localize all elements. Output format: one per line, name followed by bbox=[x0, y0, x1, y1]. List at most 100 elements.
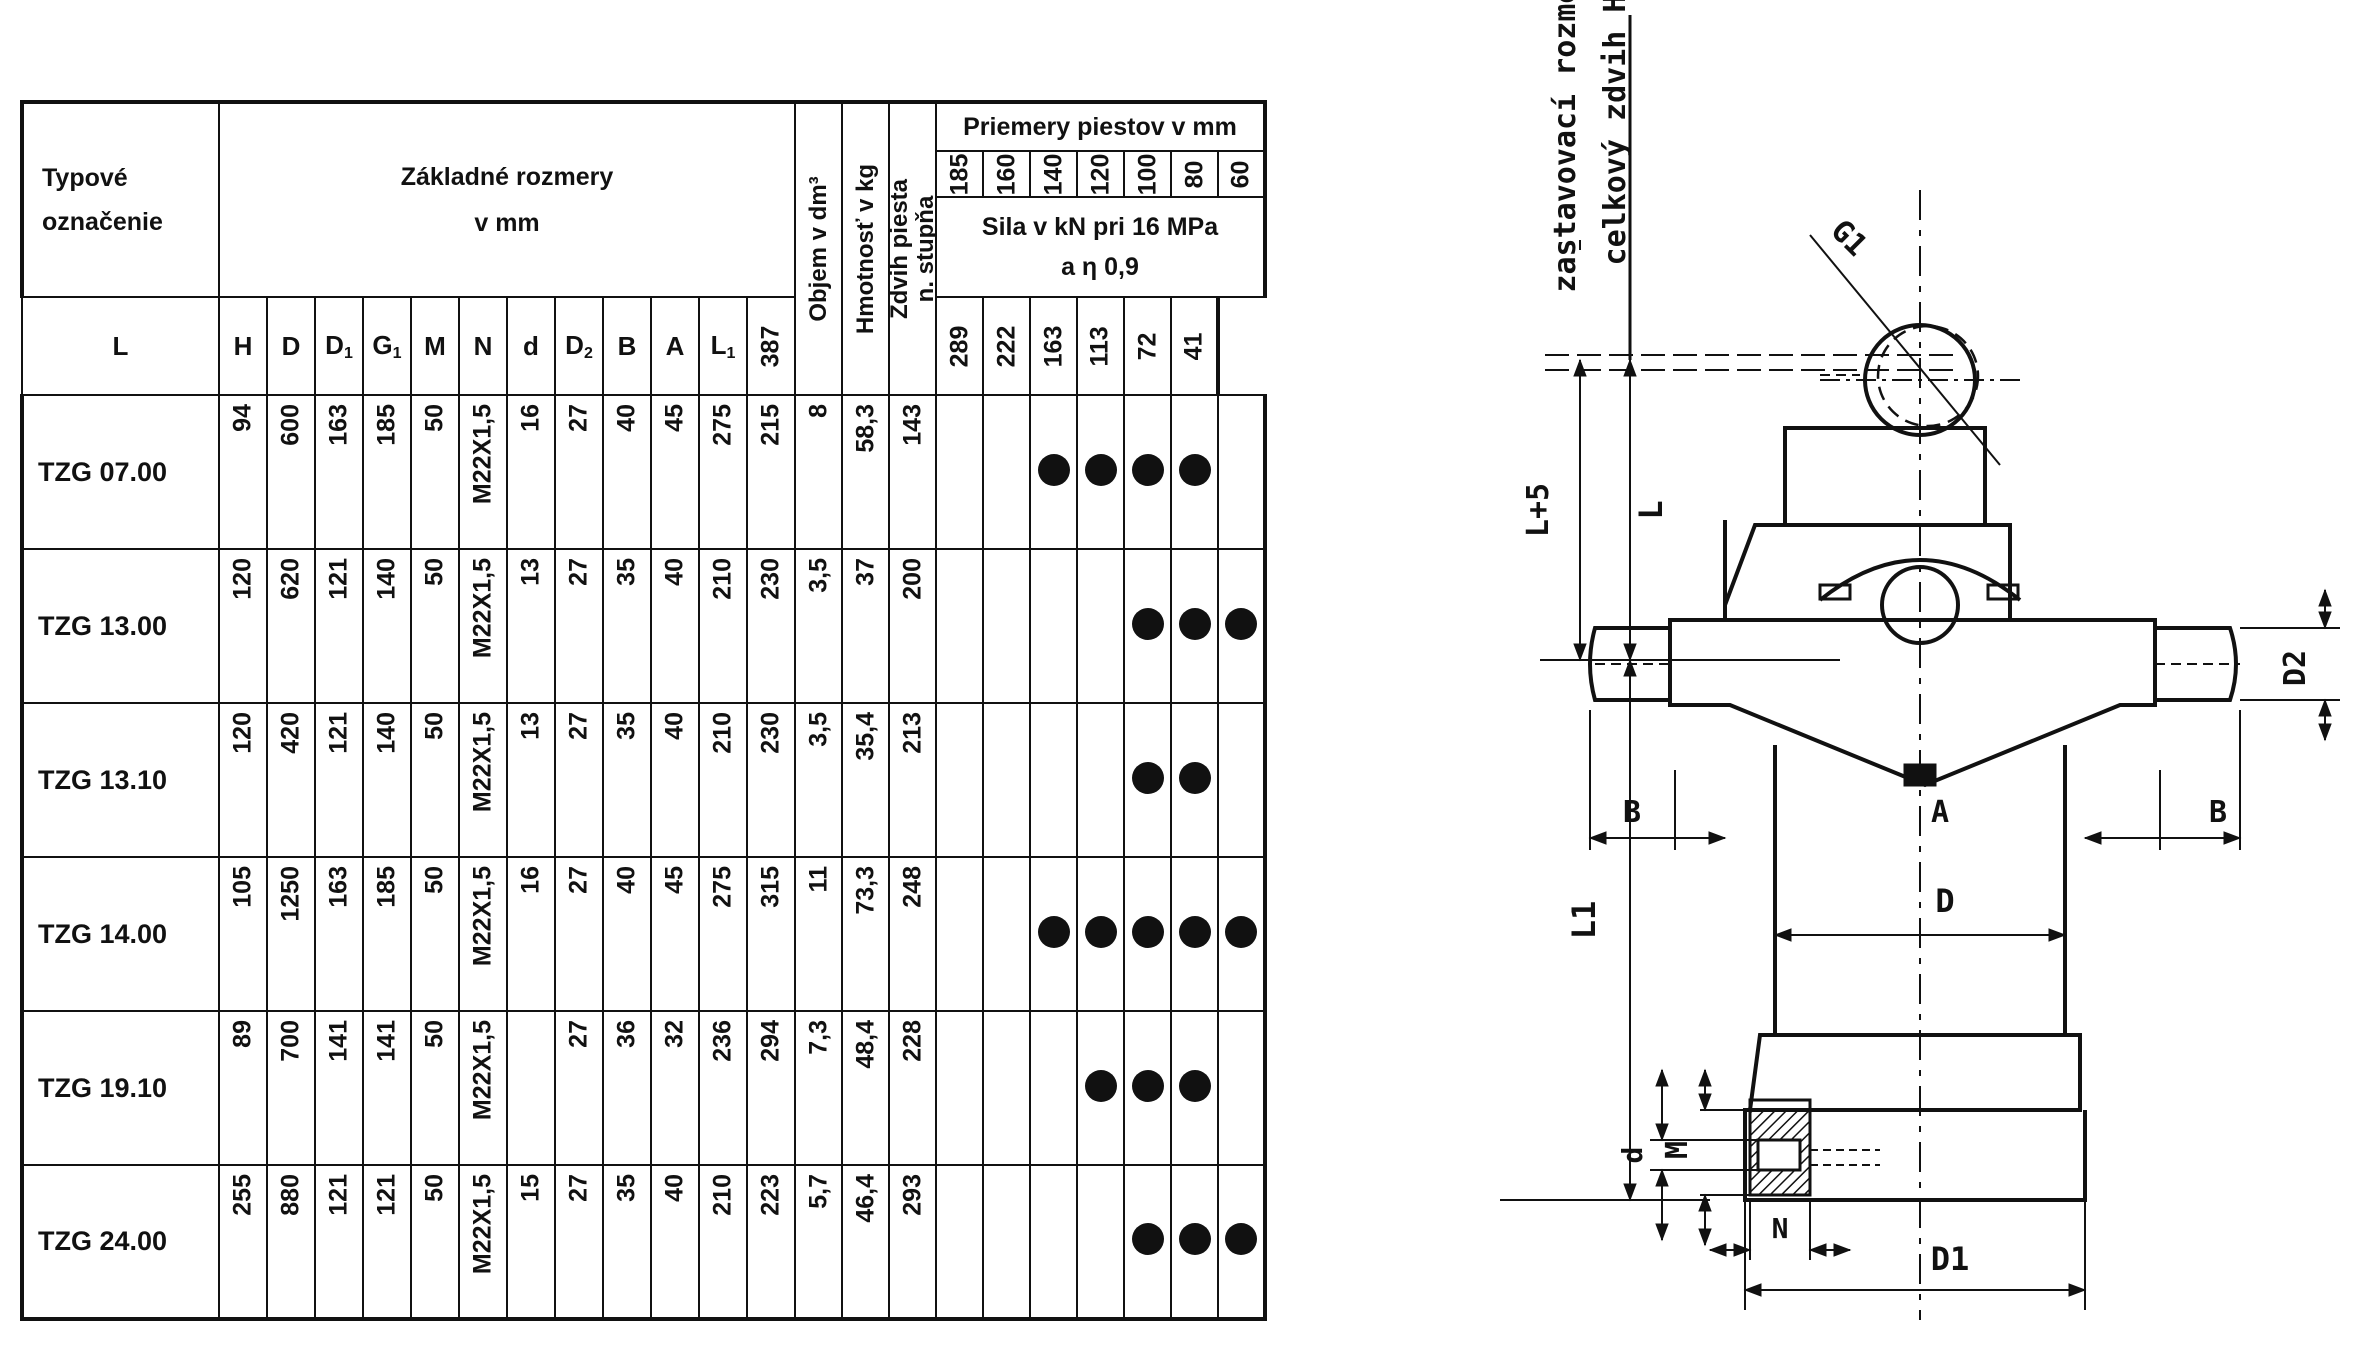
force-72: 72 bbox=[1123, 296, 1172, 396]
availability-dot bbox=[1178, 1069, 1211, 1102]
data-value: 5,7 bbox=[804, 1174, 832, 1209]
data-value: 35,4 bbox=[851, 712, 879, 761]
data-value: 293 bbox=[898, 1174, 926, 1216]
piston-availability-cell bbox=[1217, 702, 1267, 858]
data-value: 275 bbox=[708, 866, 737, 908]
data-value: 40 bbox=[660, 1174, 689, 1202]
label-a: A bbox=[1931, 795, 1949, 830]
data-value: 121 bbox=[324, 558, 353, 600]
data-cell: 36 bbox=[602, 1010, 652, 1166]
force-label: 41 bbox=[1179, 332, 1208, 360]
yoke-crossbar bbox=[1668, 618, 2157, 788]
data-value: M22X1,5 bbox=[468, 712, 497, 813]
data-cell: 105 bbox=[218, 856, 268, 1012]
d2-arrow-bottom-head-b bbox=[2318, 723, 2332, 742]
data-cell: 35,4 bbox=[841, 702, 890, 858]
piston-diameter-100: 100 bbox=[1123, 150, 1172, 198]
data-value: 3,5 bbox=[804, 712, 832, 747]
data-value: 121 bbox=[324, 712, 353, 754]
piston-availability-cell bbox=[1029, 394, 1078, 550]
dim-column-letter: H bbox=[233, 330, 253, 361]
n-arrow-right-head-a bbox=[1808, 1243, 1827, 1257]
dim-column-D2: D2 bbox=[554, 296, 604, 396]
piston-diameter-label: 60 bbox=[1226, 160, 1255, 188]
data-value: 163 bbox=[324, 866, 353, 908]
data-cell: 230 bbox=[746, 548, 796, 704]
availability-dot bbox=[1178, 915, 1211, 948]
dim-l-plus5-head-b bbox=[1573, 643, 1587, 662]
n-arrow-right-head-b bbox=[1833, 1243, 1852, 1257]
data-cell: 37 bbox=[841, 548, 890, 704]
data-value: 141 bbox=[324, 1020, 353, 1062]
mass-header: Hmotnosť v kg bbox=[841, 100, 890, 396]
dim-column-D1: D1 bbox=[314, 296, 364, 396]
availability-dot bbox=[1225, 1223, 1257, 1255]
data-value: 3,5 bbox=[804, 558, 832, 593]
data-cell: 50 bbox=[410, 1164, 460, 1321]
data-value: 880 bbox=[276, 1174, 305, 1216]
piston-diameter-label: 160 bbox=[992, 153, 1020, 195]
piston-availability-cell bbox=[1123, 702, 1172, 858]
data-value: M22X1,5 bbox=[468, 558, 497, 659]
data-value: 620 bbox=[276, 558, 305, 600]
force-header-line-2: a η 0,9 bbox=[1061, 253, 1139, 281]
dim-column-letter: L bbox=[710, 329, 727, 360]
label-g1: G1 bbox=[1824, 213, 1874, 263]
m-arrow-top-head-a bbox=[1698, 1068, 1712, 1087]
data-value: 255 bbox=[228, 1174, 257, 1216]
dim-column-B: B bbox=[602, 296, 652, 396]
data-cell: 420 bbox=[266, 702, 316, 858]
bottom-ring bbox=[1747, 1033, 2082, 1112]
dim-column-L1: L1 bbox=[698, 296, 748, 396]
data-cell: 213 bbox=[888, 702, 937, 858]
data-value: 15 bbox=[516, 1174, 545, 1202]
force-163: 163 bbox=[1029, 296, 1078, 396]
label-d2: D2 bbox=[2278, 650, 2313, 686]
data-value: M22X1,5 bbox=[468, 404, 497, 505]
dim-column-letter: D bbox=[565, 329, 584, 360]
stroke-header-label-line-1: Zdvih piesta bbox=[889, 178, 913, 320]
d-arrow-top-head-b bbox=[1655, 1123, 1669, 1142]
data-cell: 27 bbox=[554, 1010, 604, 1166]
availability-dot bbox=[1178, 1223, 1211, 1255]
data-value: 27 bbox=[564, 1174, 593, 1202]
data-value: 200 bbox=[898, 558, 926, 600]
data-cell: 293 bbox=[888, 1164, 937, 1321]
data-cell: 121 bbox=[362, 1164, 412, 1321]
piston-diameter-label: 140 bbox=[1039, 153, 1067, 195]
availability-dot bbox=[1178, 453, 1211, 486]
piston-availability-cell bbox=[982, 702, 1031, 858]
force-289: 289 bbox=[935, 296, 984, 396]
data-value: 16 bbox=[516, 404, 545, 432]
data-cell: 27 bbox=[554, 548, 604, 704]
label-l1: L1 bbox=[1565, 901, 1603, 940]
data-value: 141 bbox=[372, 1020, 401, 1062]
piston-availability-cell bbox=[1170, 1010, 1219, 1166]
data-value: 37 bbox=[851, 558, 879, 586]
data-cell: 7,3 bbox=[794, 1010, 843, 1166]
label-n: N bbox=[1772, 1212, 1789, 1245]
force-label: 113 bbox=[1086, 325, 1114, 367]
dim-column-subscript: 1 bbox=[392, 344, 402, 362]
data-value: 120 bbox=[228, 712, 257, 754]
dim-column-G1: G1 bbox=[362, 296, 412, 396]
type-designation: TZG 13.00 bbox=[20, 548, 220, 704]
type-header-line-1: Typové bbox=[42, 164, 128, 192]
piston-availability-cell bbox=[982, 856, 1031, 1012]
data-cell: 40 bbox=[650, 1164, 700, 1321]
dim-column-letter: L bbox=[112, 330, 129, 361]
data-value: 48,4 bbox=[851, 1020, 879, 1069]
force-387: 387 bbox=[746, 296, 796, 396]
data-value: 420 bbox=[276, 712, 305, 754]
dim-column-d: d bbox=[506, 296, 556, 396]
dim-column-letter: B bbox=[617, 330, 637, 361]
availability-dot bbox=[1131, 1069, 1164, 1102]
data-value: 35 bbox=[612, 712, 641, 740]
data-cell: 16 bbox=[506, 394, 556, 550]
piston-availability-cell bbox=[935, 1164, 984, 1321]
data-value: 140 bbox=[372, 558, 401, 600]
label-m: M bbox=[1660, 1141, 1695, 1159]
label-l: L bbox=[1632, 500, 1670, 519]
